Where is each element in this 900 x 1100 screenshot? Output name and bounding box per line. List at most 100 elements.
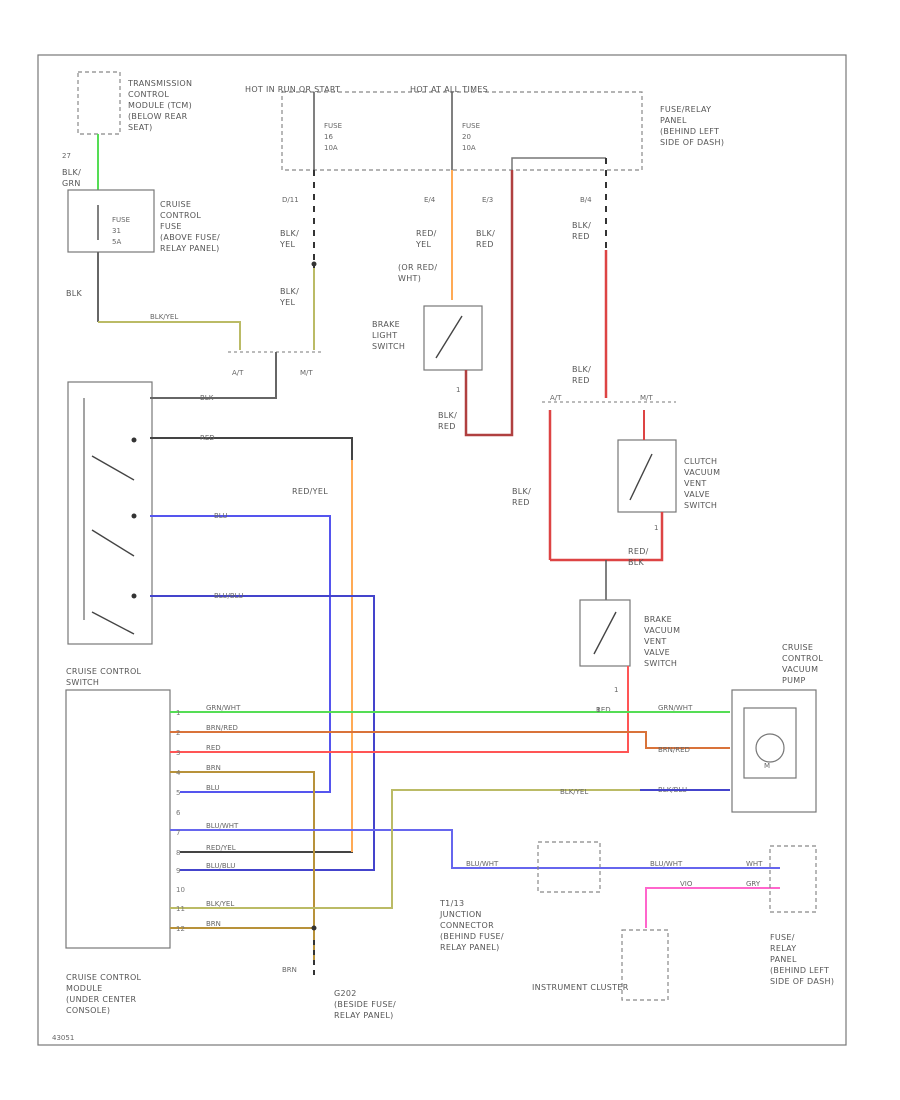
label-sw-red: RED bbox=[200, 434, 215, 442]
cruise-module-label: CRUISE CONTROL MODULE (UNDER CENTER CONS… bbox=[66, 973, 141, 1015]
brake-light-switch-box bbox=[423, 305, 483, 371]
fuse-c-label: FUSE 31 5A bbox=[112, 216, 130, 246]
fuse-panel-2-label: FUSE/ RELAY PANEL (BEHIND LEFT SIDE OF D… bbox=[770, 933, 834, 986]
junction-label: T1/13 JUNCTION CONNECTOR (BEHIND FUSE/ R… bbox=[439, 899, 504, 952]
svg-text:7: 7 bbox=[176, 829, 180, 837]
svg-text:CONTROL: CONTROL bbox=[782, 654, 823, 663]
clutch-switch-box bbox=[617, 439, 677, 513]
label-blk-red-3b: RED bbox=[572, 232, 590, 241]
svg-text:SWITCH: SWITCH bbox=[66, 678, 99, 687]
svg-text:PUMP: PUMP bbox=[782, 676, 806, 685]
svg-text:1: 1 bbox=[176, 709, 180, 717]
fuse-panel-2-box bbox=[769, 845, 817, 913]
ground-label: G202 (BESIDE FUSE/ RELAY PANEL) bbox=[334, 989, 396, 1020]
svg-text:VALVE: VALVE bbox=[644, 648, 670, 657]
svg-text:JUNCTION: JUNCTION bbox=[439, 910, 482, 919]
svg-text:T1/13: T1/13 bbox=[439, 899, 464, 908]
label-blk-red-2a: BLK/ bbox=[476, 229, 495, 238]
wire-blk-red-brake bbox=[464, 170, 514, 437]
hot-all-label: HOT AT ALL TIMES bbox=[410, 85, 488, 94]
label-red-yel-1: RED/ bbox=[416, 229, 437, 238]
diagram-frame bbox=[37, 54, 847, 1046]
brake-vac-switch-label: BRAKE VACUUM VENT VALVE SWITCH bbox=[644, 615, 680, 668]
label-blk-yel-1b: YEL bbox=[279, 240, 296, 249]
label-red-blk-b: BLK bbox=[628, 558, 645, 567]
clutch-switch-contact bbox=[629, 453, 653, 501]
wire-red-blk-clutch bbox=[550, 512, 664, 562]
brake-vac-switch-box bbox=[579, 599, 631, 667]
label-blk-yel-at: BLK/YEL bbox=[150, 313, 178, 321]
svg-text:SIDE OF DASH): SIDE OF DASH) bbox=[660, 138, 724, 147]
svg-text:5A: 5A bbox=[112, 238, 121, 246]
svg-text:SWITCH: SWITCH bbox=[372, 342, 405, 351]
fuse-b-label: FUSE 20 10A bbox=[462, 122, 480, 152]
svg-text:VACUUM: VACUUM bbox=[782, 665, 818, 674]
fuse-a-label: FUSE 16 10A bbox=[324, 122, 342, 152]
label-blk-red-4b: RED bbox=[572, 376, 590, 385]
label-blu-wht-junction: BLU/WHT bbox=[466, 860, 499, 868]
svg-text:GRN/WHT: GRN/WHT bbox=[658, 704, 693, 712]
label-blu-wht-right: BLU/WHT bbox=[650, 860, 683, 868]
svg-text:(BESIDE FUSE/: (BESIDE FUSE/ bbox=[334, 1000, 396, 1009]
label-wht: WHT bbox=[746, 860, 763, 868]
svg-text:5: 5 bbox=[176, 789, 180, 797]
hot-run-label: HOT IN RUN OR START bbox=[245, 85, 340, 94]
cruise-module-box bbox=[65, 689, 171, 949]
pin-1-brakevac: 1 bbox=[614, 686, 618, 694]
label-blk-red-5b: RED bbox=[512, 498, 530, 507]
pin-1-brake: 1 bbox=[456, 386, 460, 394]
fuse-relay-panel-box bbox=[281, 91, 643, 171]
svg-text:GRN/WHT: GRN/WHT bbox=[206, 704, 241, 712]
svg-text:9: 9 bbox=[176, 867, 180, 875]
pump-wire-labels: GRN/WHT BRN/RED BLK/BLU bbox=[658, 704, 693, 794]
pin-t27: 27 bbox=[62, 152, 71, 160]
instrument-cluster-box bbox=[621, 929, 669, 1001]
switch-pole-2 bbox=[131, 513, 137, 519]
brake-vac-switch-contact bbox=[593, 611, 617, 655]
svg-text:CRUISE: CRUISE bbox=[782, 643, 813, 652]
pump-pin-1: 1 bbox=[596, 706, 600, 714]
clutch-switch-label: CLUTCH VACUUM VENT VALVE SWITCH bbox=[684, 457, 720, 510]
label-blk-red-1b: RED bbox=[438, 422, 456, 431]
switch-contact-3 bbox=[91, 611, 135, 635]
svg-text:RELAY PANEL): RELAY PANEL) bbox=[440, 943, 500, 952]
splice-ground bbox=[311, 925, 317, 931]
svg-text:2: 2 bbox=[176, 729, 180, 737]
svg-text:PANEL: PANEL bbox=[770, 955, 797, 964]
svg-text:(ABOVE FUSE/: (ABOVE FUSE/ bbox=[160, 233, 220, 242]
svg-text:CONSOLE): CONSOLE) bbox=[66, 1006, 110, 1015]
svg-text:MODULE (TCM): MODULE (TCM) bbox=[128, 101, 192, 110]
label-brn-ground: BRN bbox=[282, 966, 297, 974]
svg-text:RELAY PANEL): RELAY PANEL) bbox=[334, 1011, 394, 1020]
svg-text:RED: RED bbox=[206, 744, 221, 752]
instrument-cluster-label: INSTRUMENT CLUSTER bbox=[532, 983, 629, 992]
svg-text:VACUUM: VACUUM bbox=[644, 626, 680, 635]
label-blk-red-1a: BLK/ bbox=[438, 411, 457, 420]
wire-pink bbox=[645, 887, 780, 928]
fuse-relay-panel-label: FUSE/RELAY PANEL (BEHIND LEFT SIDE OF DA… bbox=[660, 105, 724, 147]
svg-text:VALVE: VALVE bbox=[684, 490, 710, 499]
svg-text:FUSE: FUSE bbox=[462, 122, 480, 130]
cruise-pump-box bbox=[731, 689, 817, 813]
svg-text:(BEHIND LEFT: (BEHIND LEFT bbox=[770, 966, 829, 975]
switch-contact-2 bbox=[91, 529, 135, 557]
wire-sw-blu bbox=[150, 515, 331, 793]
label-at-2: A/T bbox=[550, 394, 562, 402]
module-wire-labels: GRN/WHT BRN/RED RED BRN BLU BLU/WHT RED/… bbox=[206, 704, 241, 928]
label-vio: VIO bbox=[680, 880, 693, 888]
svg-text:10A: 10A bbox=[462, 144, 476, 152]
svg-text:BLK/YEL: BLK/YEL bbox=[206, 900, 234, 908]
label-blk-red-3a: BLK/ bbox=[572, 221, 591, 230]
splice-a bbox=[311, 261, 317, 267]
svg-text:FUSE: FUSE bbox=[160, 222, 182, 231]
label-blk-red-2b: RED bbox=[476, 240, 494, 249]
svg-text:BRAKE: BRAKE bbox=[372, 320, 400, 329]
svg-text:SWITCH: SWITCH bbox=[644, 659, 677, 668]
svg-text:SIDE OF DASH): SIDE OF DASH) bbox=[770, 977, 834, 986]
svg-text:6: 6 bbox=[176, 809, 181, 817]
svg-text:PANEL: PANEL bbox=[660, 116, 687, 125]
svg-text:CONTROL: CONTROL bbox=[128, 90, 169, 99]
label-blk-yel-2a: BLK/ bbox=[280, 287, 299, 296]
cruise-switch-box bbox=[67, 381, 153, 645]
